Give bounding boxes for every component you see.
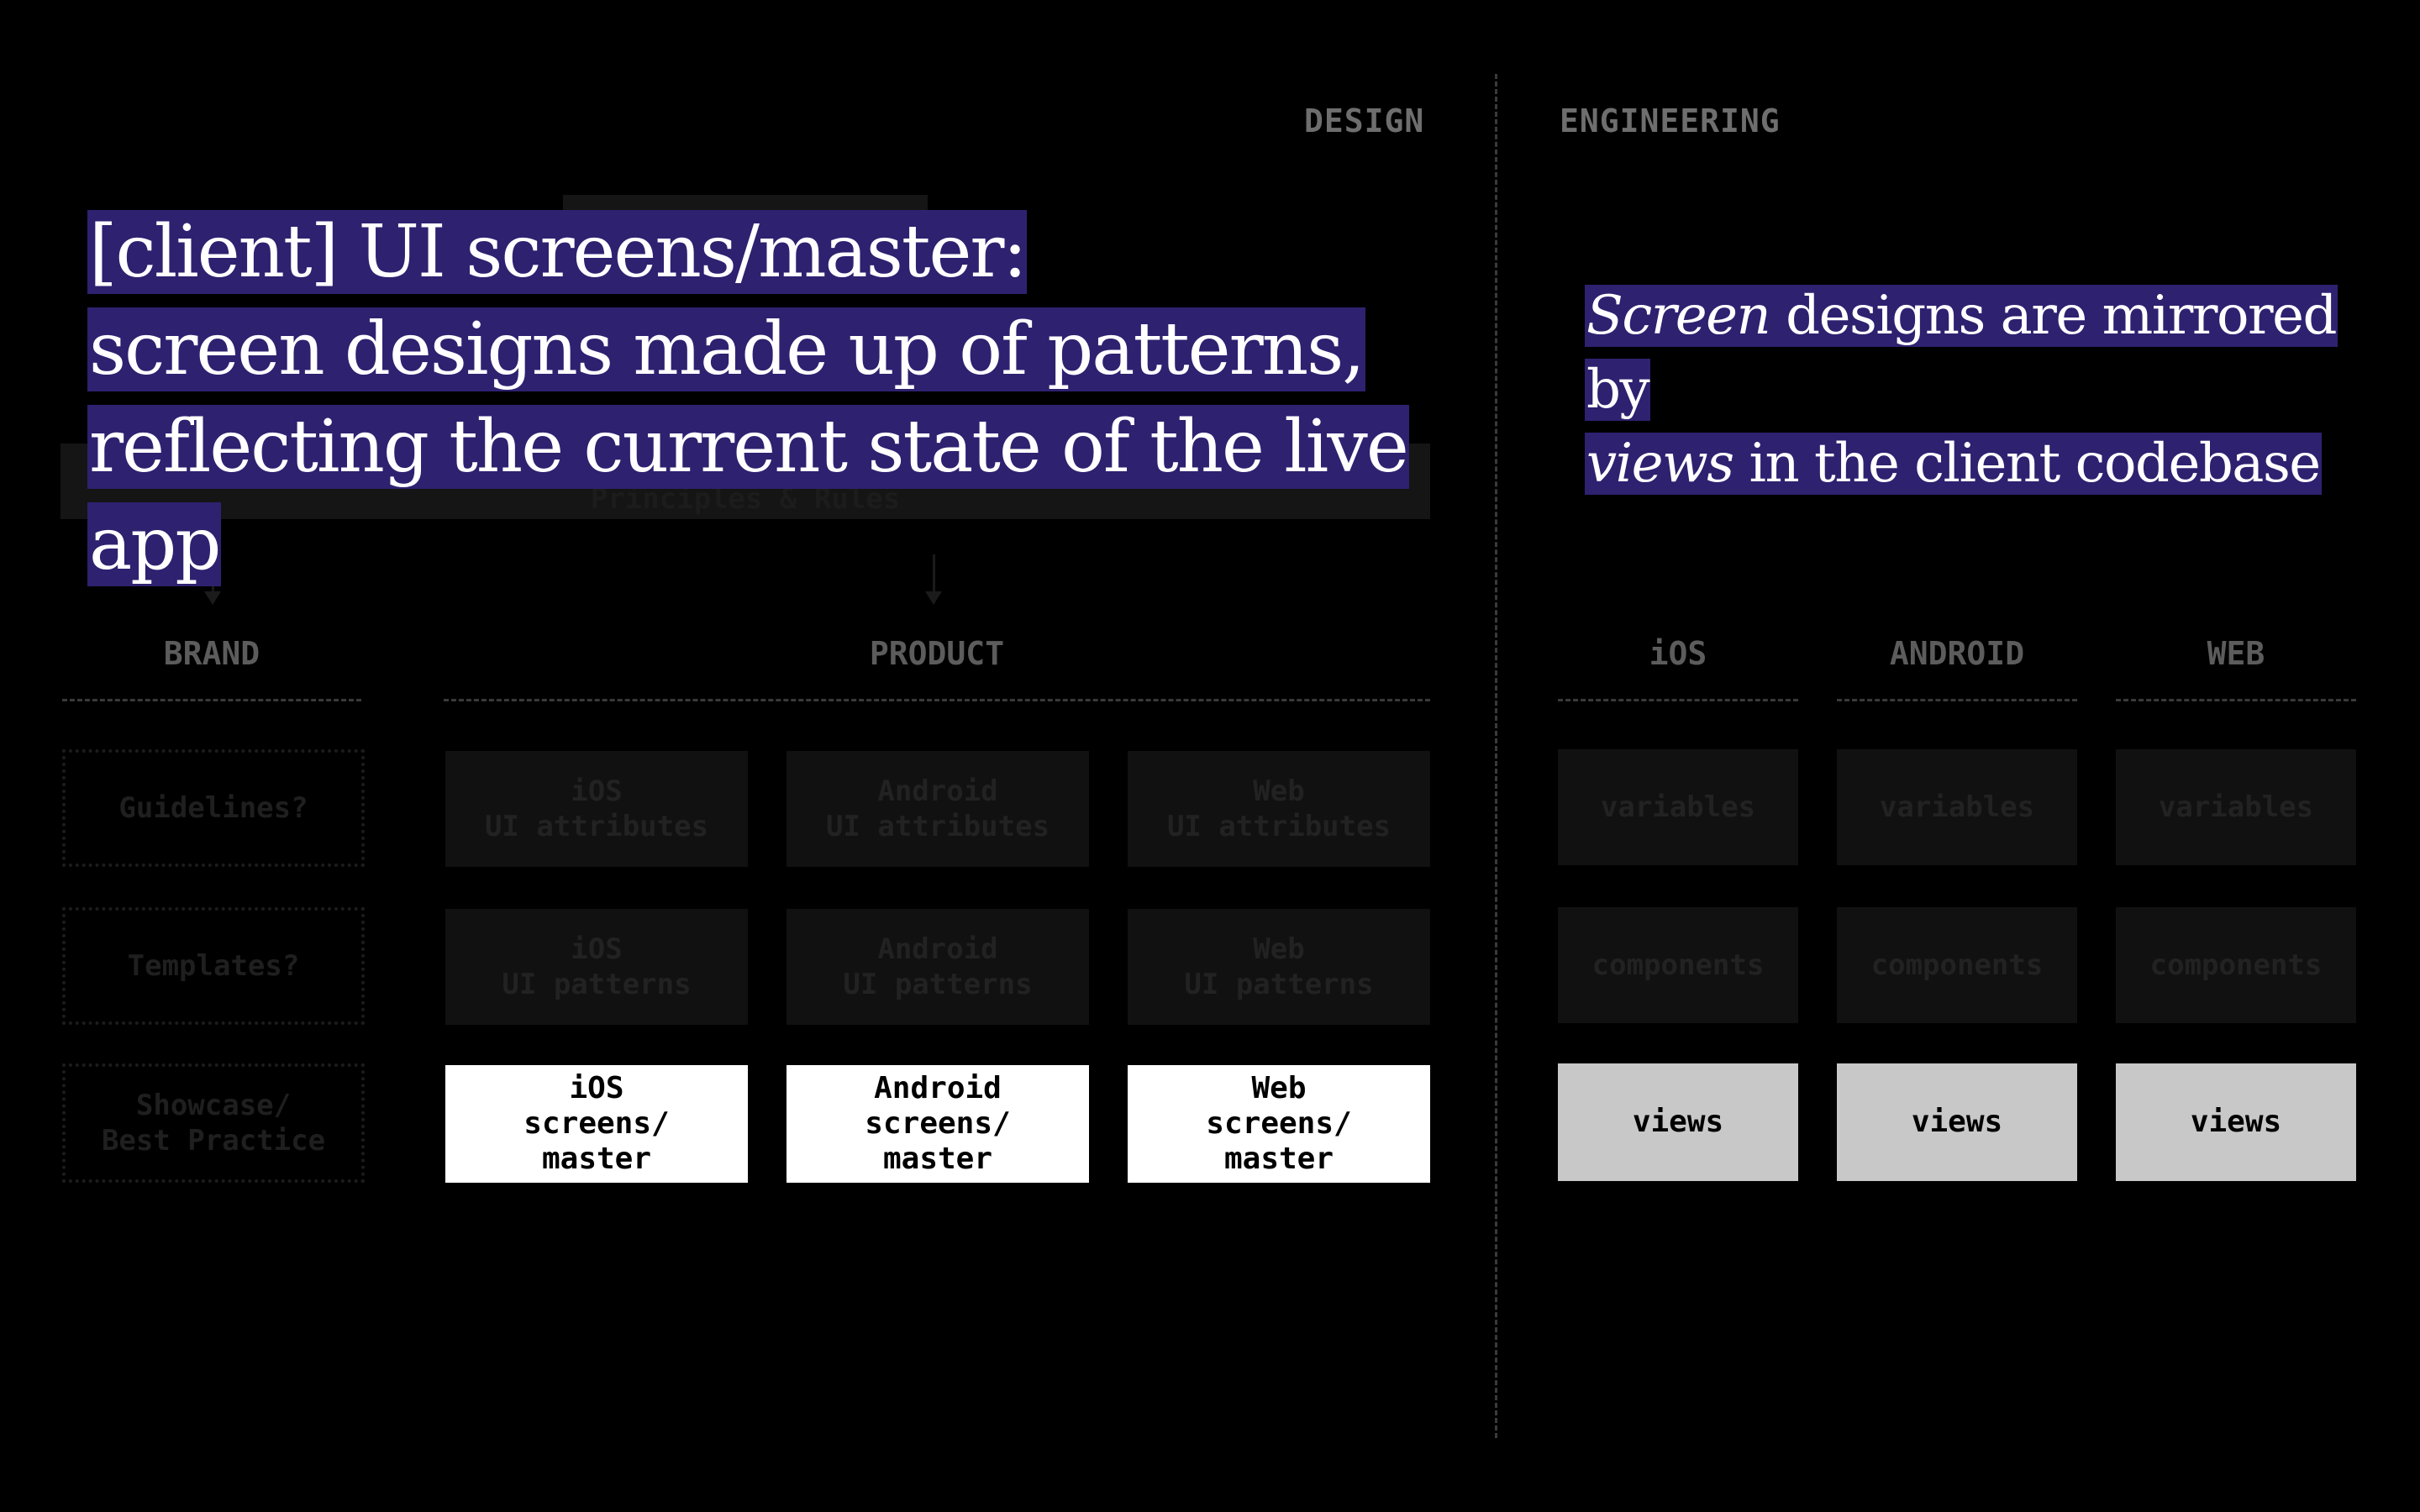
design-engineering-divider xyxy=(1495,74,1497,1438)
android-views-box: views xyxy=(1837,1063,2077,1181)
ios-column-header: iOS xyxy=(1649,635,1707,672)
brand-column-header: BRAND xyxy=(163,635,260,672)
brand-rule xyxy=(62,699,361,701)
ios-variables-box: variables xyxy=(1558,749,1798,865)
design-caption-line1: [client] UI screens/master: xyxy=(87,210,1027,294)
caption-rest2: in the client codebase xyxy=(1733,433,2321,495)
engineering-section-label: ENGINEERING xyxy=(1560,102,1781,139)
android-attributes-box: Android UI attributes xyxy=(786,751,1089,867)
ios-screens-box: iOS screens/ master xyxy=(445,1065,748,1183)
design-caption-line3: reflecting the current state of the live… xyxy=(87,405,1409,586)
ios-views-box: views xyxy=(1558,1063,1798,1181)
design-section-label: DESIGN xyxy=(1304,102,1425,139)
design-caption-line2: screen designs made up of patterns, xyxy=(87,307,1365,391)
web-variables-box: variables xyxy=(2116,749,2356,865)
android-column-header: ANDROID xyxy=(1889,635,2025,672)
product-arrow-line xyxy=(933,554,935,593)
android-rule xyxy=(1837,699,2077,701)
android-screens-box: Android screens/ master xyxy=(786,1065,1089,1183)
product-column-header: PRODUCT xyxy=(869,635,1005,672)
caption-rest1: designs are mirrored by xyxy=(1586,285,2337,421)
android-patterns-box: Android UI patterns xyxy=(786,909,1089,1025)
ios-patterns-box: iOS UI patterns xyxy=(445,909,748,1025)
brand-showcase-box: Showcase/ Best Practice xyxy=(62,1063,365,1183)
engineering-caption: Screen designs are mirrored by views in … xyxy=(1585,279,2391,501)
web-views-box: views xyxy=(2116,1063,2356,1181)
android-variables-box: variables xyxy=(1837,749,2077,865)
android-components-box: components xyxy=(1837,907,2077,1023)
brand-templates-box: Templates? xyxy=(62,907,365,1025)
product-rule xyxy=(444,699,1430,701)
caption-screen-word: Screen xyxy=(1586,285,1771,347)
ios-attributes-box: iOS UI attributes xyxy=(445,751,748,867)
web-attributes-box: Web UI attributes xyxy=(1128,751,1430,867)
design-caption: [client] UI screens/master: screen desig… xyxy=(87,203,1465,593)
web-screens-box: Web screens/ master xyxy=(1128,1065,1430,1183)
brand-guidelines-box: Guidelines? xyxy=(62,749,365,867)
product-arrow-head xyxy=(925,591,942,605)
web-column-header: WEB xyxy=(2207,635,2265,672)
ios-rule xyxy=(1558,699,1798,701)
web-rule xyxy=(2116,699,2356,701)
ios-components-box: components xyxy=(1558,907,1798,1023)
web-patterns-box: Web UI patterns xyxy=(1128,909,1430,1025)
brand-arrow-head xyxy=(204,591,221,605)
caption-views-word: views xyxy=(1586,433,1734,495)
web-components-box: components xyxy=(2116,907,2356,1023)
